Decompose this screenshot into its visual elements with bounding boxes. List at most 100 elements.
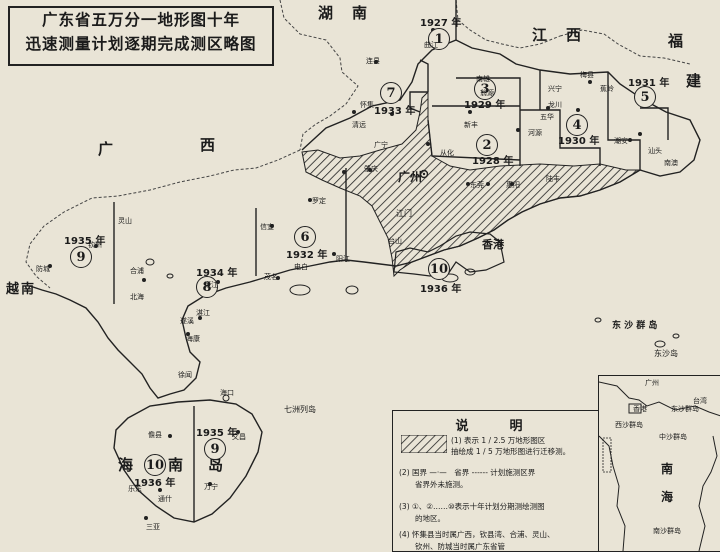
place-hongkong: 香港 <box>482 238 504 251</box>
guangxi-border <box>25 149 301 289</box>
zone-7-year: 1933 年 <box>374 106 416 117</box>
inset-xisha: 西沙群岛 <box>615 421 643 429</box>
place-chaoan: 潮安 <box>614 137 628 145</box>
zone-2-year: 1928 年 <box>472 156 514 167</box>
hunan-border <box>279 0 359 151</box>
legend-item3-line2: 的地区。 <box>415 514 445 523</box>
place-nanao: 南澳 <box>664 159 678 167</box>
south-china-sea-inset: 广州 香港 台湾 东沙群岛 西沙群岛 中沙群岛 南 海 南沙群岛 <box>598 375 720 552</box>
zone-9-year: 1935 年 <box>64 236 106 247</box>
zone-lines-west <box>113 168 347 304</box>
zone-2-number: 2 <box>476 134 498 156</box>
zone-5-number: 5 <box>634 86 656 108</box>
zone-10-number: 10 <box>428 258 450 280</box>
hainan-island <box>113 399 263 523</box>
inset-nan: 南 <box>661 462 674 476</box>
place-meixian: 梅县 <box>580 71 594 79</box>
hainan-label-1: 海 <box>118 456 136 474</box>
inset-taiwan: 台湾 <box>693 397 707 405</box>
zone-3-year: 1929 年 <box>464 100 506 111</box>
place-shaoguan: 曲江 <box>424 41 438 49</box>
place-wengyuan: 翁源 <box>480 89 494 97</box>
hainan-zone-9-year: 1935 年 <box>196 428 238 439</box>
place-beihai: 北海 <box>130 293 144 301</box>
place-luoding: 罗定 <box>312 197 326 205</box>
province-guangxi-1: 广 <box>98 140 116 158</box>
islands <box>145 258 680 348</box>
place-fangcheng: 防城 <box>36 265 50 273</box>
place-wuhua: 五华 <box>540 113 554 121</box>
province-jiangxi: 江 西 <box>532 26 584 44</box>
place-xingning: 兴宁 <box>548 85 562 93</box>
hainan-label-3: 岛 <box>208 456 226 474</box>
legend-title: 说 明 <box>455 419 537 434</box>
zone-4-number: 4 <box>566 114 588 136</box>
place-sanya: 三亚 <box>146 523 160 531</box>
place-taishan: 台山 <box>388 237 402 245</box>
hainan-zone-9-number: 9 <box>204 438 226 460</box>
inset-dongsha: 东沙群岛 <box>671 405 699 413</box>
inset-nansha: 南沙群岛 <box>653 527 681 535</box>
zone-6-number: 6 <box>294 226 316 248</box>
zone-7-number: 7 <box>380 82 402 104</box>
place-zhanjiang: 湛江 <box>196 309 210 317</box>
legend-hatch-swatch <box>401 435 447 453</box>
zone-9-number: 9 <box>70 246 92 268</box>
map-title-line2: 迅速测量计划逐期完成测区略图 <box>25 34 257 53</box>
province-fujian-1: 福 <box>668 32 686 50</box>
place-dianbai: 电白 <box>294 263 308 271</box>
inset-hongkong: 香港 <box>633 405 647 413</box>
place-conghua: 从化 <box>440 149 454 157</box>
place-qinzhou: 钦州 <box>88 241 102 249</box>
zone-8-number: 8 <box>196 276 218 298</box>
place-yangjiang: 阳江 <box>336 255 350 263</box>
legend-item1-line2: 抽绘成 1 / 5 万地形图进行迁移测。 <box>451 447 571 456</box>
zone-lines <box>409 0 669 170</box>
province-hunan: 湖 南 <box>318 4 370 22</box>
place-hepu: 合浦 <box>130 267 144 275</box>
place-qingyuan: 清远 <box>352 121 366 129</box>
hainan-label-2: 南 <box>168 456 186 474</box>
legend-item3-line1: (3) ①、②……⑩表示十年计划分期测绘测图 <box>399 502 545 511</box>
inset-hai: 海 <box>661 490 674 504</box>
hainan-zone-10-number: 10 <box>144 454 166 476</box>
place-haikang: 海康 <box>186 335 200 343</box>
legend-box: 说 明 (1) 表示 1 / 2.5 万地形图区 抽绘成 1 / 5 万地形图进… <box>392 410 600 552</box>
zone-4-year: 1930 年 <box>558 136 600 147</box>
place-longchuan: 龙川 <box>548 101 562 109</box>
province-guangxi-2: 西 <box>200 136 218 154</box>
place-xinyi: 信宜 <box>260 223 274 231</box>
legend-item4-line2: 钦州、防城当时属广东省管 <box>415 542 505 551</box>
map-title-box: 广东省五万分一地形图十年 迅速测量计划逐期完成测区略图 <box>8 6 274 66</box>
coastline <box>29 169 641 399</box>
place-lingshan: 灵山 <box>118 217 132 225</box>
place-dongsha-islands: 东 沙 群 岛 <box>612 321 658 331</box>
zone-1-number: 1 <box>428 28 450 50</box>
zone-8-year: 1934 年 <box>196 268 238 279</box>
place-guangning: 广宁 <box>374 141 388 149</box>
place-lianjiang: 廉江 <box>204 281 218 289</box>
legend-item4-line1: (4) 怀集县当时属广西，钦县湾、合浦、灵山、 <box>399 530 555 539</box>
place-zhaoqing: 肇庆 <box>364 165 378 173</box>
place-xuwen: 徐闻 <box>178 371 192 379</box>
zone-10-year: 1936 年 <box>420 284 462 295</box>
place-lufeng: 陆丰 <box>546 175 560 183</box>
place-nanxiong: 南雄 <box>476 75 490 83</box>
place-jiaoling: 蕉岭 <box>600 85 614 93</box>
place-heyuan: 河源 <box>528 129 542 137</box>
place-ledong: 乐东 <box>128 485 142 493</box>
place-danxian: 儋县 <box>148 431 162 439</box>
place-xinfeng: 新丰 <box>464 121 478 129</box>
legend-item2-line1: (2) 国界 —·— 省界 ------ 计划施测区界 <box>399 468 536 477</box>
jiangxi-fujian-border <box>559 29 691 65</box>
place-haikou: 海口 <box>220 389 234 397</box>
place-jiangmen: 江门 <box>396 209 412 218</box>
legend-item1-line1: (1) 表示 1 / 2.5 万地形图区 <box>451 436 546 445</box>
inset-guangzhou: 广州 <box>645 379 659 387</box>
place-wanning: 万宁 <box>204 483 218 491</box>
place-maoming: 茂名 <box>264 273 278 281</box>
place-dongguan: 东莞 <box>470 181 484 189</box>
zone-3-number: 3 <box>474 78 496 100</box>
place-huaiji: 怀集 <box>360 101 374 109</box>
